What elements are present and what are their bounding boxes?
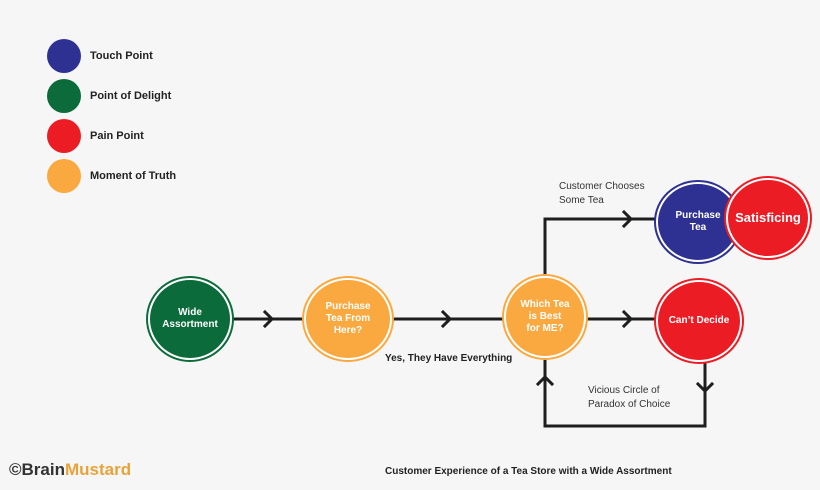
arrowhead-1 (262, 309, 275, 329)
edge-label-customer-chooses: Customer Chooses Some Tea (559, 181, 645, 206)
brand-mustard: Mustard (64, 460, 132, 479)
node-label: Satisficing (735, 210, 801, 225)
diagram-caption: Customer Experience of a Tea Store with … (385, 466, 672, 477)
node-wide-assortment: Wide Assortment (148, 278, 232, 360)
node-cant-decide: Can’t Decide (656, 280, 742, 362)
edge-loop-back (543, 358, 707, 428)
arrowhead-6 (535, 374, 555, 387)
arrowhead-5 (695, 381, 715, 394)
node-label: Which Tea is Best for ME? (520, 299, 570, 334)
node-label: Can’t Decide (668, 315, 730, 326)
legend-item-moment-of-truth: Moment of Truth (47, 159, 176, 193)
legend-swatch (47, 79, 81, 113)
brand-logo: ©BrainMustard (9, 460, 131, 480)
node-label: Purchase Tea (675, 210, 721, 233)
arrowhead-3 (621, 309, 634, 329)
legend-swatch (47, 119, 81, 153)
legend-label: Moment of Truth (90, 170, 177, 182)
node-label: Purchase Tea From Here? (325, 301, 371, 336)
legend-swatch (47, 159, 81, 193)
node-label: Wide Assortment (162, 307, 218, 330)
arrowhead-2 (440, 309, 453, 329)
brand-copyright: ©Brain (9, 460, 65, 479)
legend-swatch (47, 39, 81, 73)
legend-label: Touch Point (90, 50, 153, 62)
edge-which-to-purchasetea (543, 217, 658, 278)
edge-label-vicious-circle: Vicious Circle of Paradox of Choice (588, 385, 671, 410)
legend-item-point-of-delight: Point of Delight (47, 79, 171, 113)
legend-item-pain-point: Pain Point (47, 119, 144, 153)
legend-label: Pain Point (90, 130, 144, 142)
legend-label: Point of Delight (90, 90, 172, 102)
node-purchase-from-here: Purchase Tea From Here? (304, 278, 392, 360)
node-which-tea: Which Tea is Best for ME? (504, 276, 586, 358)
edge-label-yes-everything: Yes, They Have Everything (385, 353, 513, 364)
legend-item-touch-point: Touch Point (47, 39, 153, 73)
arrowhead-4 (621, 209, 634, 229)
node-satisficing: Satisficing (726, 178, 810, 258)
